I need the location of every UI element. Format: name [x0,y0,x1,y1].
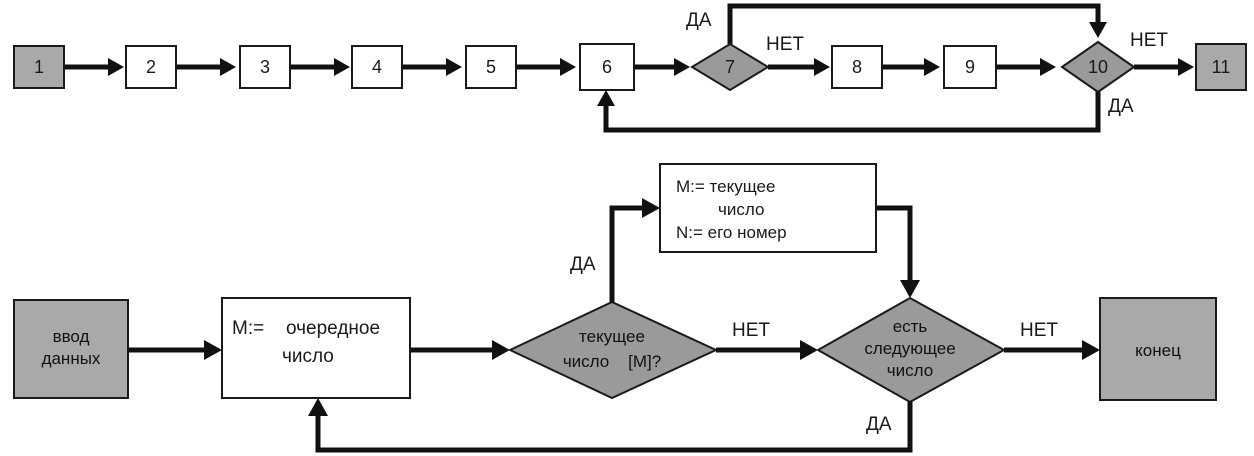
node-4 [351,45,403,89]
assign-max-line-3: N:= его номер [676,223,787,242]
node-3 [239,45,291,89]
node-10-label: 10 [1088,57,1108,77]
assign-current-var: M:= [232,318,264,339]
assign-max-line-1: M:= текущее [676,177,775,196]
label-no-has-next: НЕТ [1020,320,1058,341]
input-line-1: ввод [53,327,90,346]
has-next-decision [815,296,1007,404]
end-label: конец [1135,341,1181,360]
assign-current-line-2: число [282,346,334,367]
label-no-compare: НЕТ [732,320,770,341]
input-line-2: данных [42,349,101,368]
assign-current-box [221,297,411,399]
node-6 [579,43,635,91]
label-yes-compare: ДА [570,254,596,275]
node-1-label: 1 [34,57,44,77]
node-11-label: 11 [1212,57,1231,77]
label-yes-has-next: ДА [866,414,892,435]
end-terminal [1099,297,1217,401]
label-no-7: НЕТ [766,34,804,55]
node-5 [465,45,517,89]
node-7-decision [690,42,770,92]
node-5-label: 5 [486,57,496,77]
has-next-line-2: следующее [864,339,955,358]
assign-max-line-2: число [718,200,764,219]
node-6-label: 6 [602,57,612,77]
bottom-arrowheads [204,198,1100,416]
label-no-10: НЕТ [1130,30,1168,51]
compare-line-1: текущее [579,327,645,346]
has-next-line-1: есть [893,317,928,336]
assign-current-line-1: очередное [286,318,380,339]
assign-max-box [659,163,877,253]
node-10-decision [1060,40,1136,94]
node-8 [831,45,883,89]
node-3-label: 3 [260,57,270,77]
label-yes-10: ДА [1108,96,1134,117]
bottom-connectors [128,205,1084,453]
node-7-label: 7 [725,57,735,77]
has-next-line-3: число [887,361,933,380]
compare-decision [507,300,719,400]
node-2-label: 2 [146,57,156,77]
node-4-label: 4 [372,57,382,77]
node-11-end [1195,43,1247,91]
top-arrowheads [108,22,1194,106]
node-9-label: 9 [965,57,975,77]
node-8-label: 8 [852,57,862,77]
node-1-start [13,45,65,89]
label-yes-7: ДА [686,10,712,31]
top-connectors [64,3,1182,133]
node-2 [125,45,177,89]
input-data-terminal [13,299,129,399]
node-9 [943,45,997,89]
compare-line-2: число [M]? [563,352,661,371]
